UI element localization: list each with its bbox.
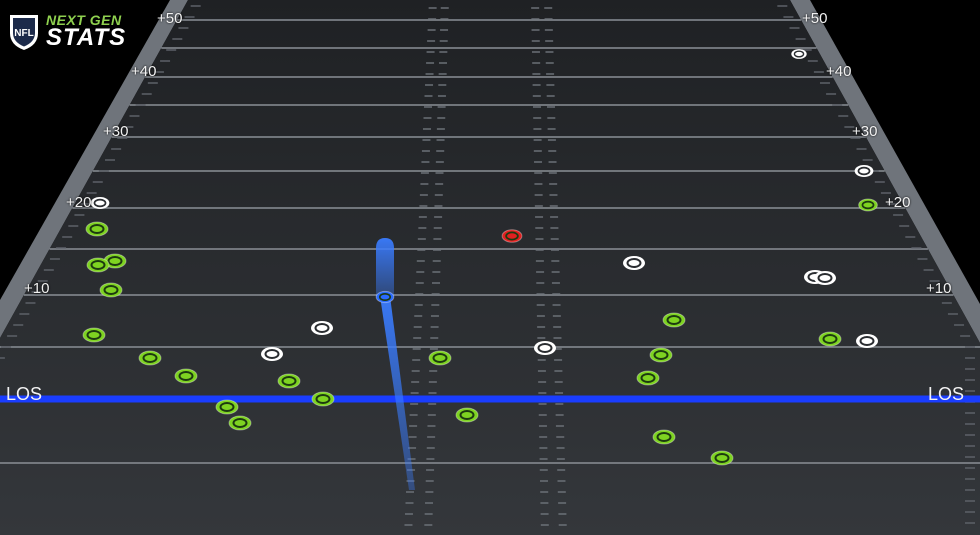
defense-player-marker (814, 271, 836, 285)
offense-player-marker (311, 391, 335, 407)
defense-player-marker (311, 321, 333, 335)
nfl-shield-text: NFL (14, 28, 33, 39)
logo-line-next-gen: NEXT GEN (46, 11, 122, 28)
los-label-left: LOS (6, 384, 43, 404)
defense-player-marker (261, 347, 283, 361)
offense-player-marker (277, 373, 301, 389)
defense-player-marker (534, 341, 556, 355)
yard-marker-right-40: +40 (826, 63, 852, 80)
yard-marker-left-20: +20 (66, 194, 92, 211)
yard-marker-left-30: +30 (103, 123, 129, 140)
offense-player-marker (215, 399, 239, 415)
yard-marker-left-10: +10 (24, 280, 50, 297)
offense-player-marker (636, 370, 660, 386)
hash-marks (0, 5, 975, 526)
yard-marker-right-30: +30 (852, 123, 878, 140)
quarterback-player-marker (375, 290, 395, 304)
defense-player-marker (856, 334, 878, 348)
offense-player-marker (82, 327, 106, 343)
offense-player-marker (818, 331, 842, 347)
offense-player-marker (86, 257, 110, 273)
nfl-next-gen-stats-logo: NFL NEXT GEN STATS (8, 8, 126, 54)
offense-player-marker (174, 368, 198, 384)
offense-player-marker (649, 347, 673, 363)
offense-player-marker (652, 429, 676, 445)
offense-player-marker (99, 282, 123, 298)
offense-player-marker (662, 312, 686, 328)
offense-player-marker (228, 415, 252, 431)
ball-carrier-player-marker (501, 229, 523, 243)
defense-player-marker (90, 197, 110, 209)
defense-player-marker (854, 165, 874, 177)
defense-player-marker (623, 256, 645, 270)
offense-player-marker (138, 350, 162, 366)
offense-player-marker (103, 253, 127, 269)
offense-player-marker (85, 221, 109, 237)
yard-marker-left-40: +40 (131, 63, 157, 80)
players-layer (82, 49, 878, 466)
logo-line-stats: STATS (46, 23, 127, 51)
nfl-shield-icon: NFL (10, 15, 38, 50)
yard-lines (0, 19, 980, 464)
offense-player-marker (858, 198, 878, 212)
offense-player-marker (428, 350, 452, 366)
defense-player-marker (791, 49, 807, 59)
pass-trajectory (376, 238, 415, 490)
los-label-right: LOS (928, 384, 965, 404)
yard-marker-right-10: +10 (926, 280, 952, 297)
offense-player-marker (710, 450, 734, 466)
yard-marker-left-50: +50 (157, 10, 183, 27)
offense-player-marker (455, 407, 479, 423)
yard-marker-right-20: +20 (885, 194, 911, 211)
yard-marker-right-50: +50 (802, 10, 828, 27)
